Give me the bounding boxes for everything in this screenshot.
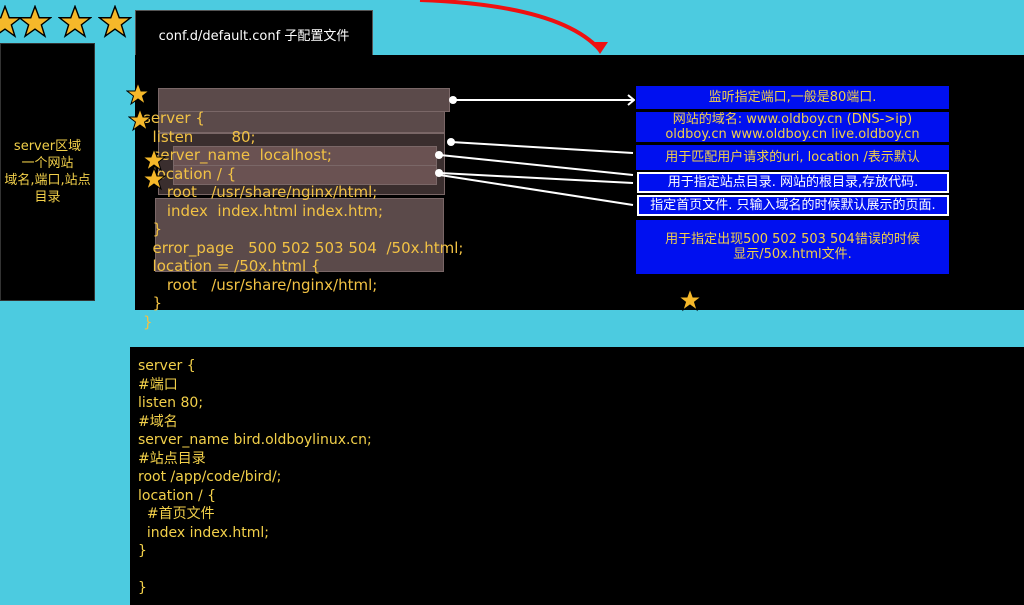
note-index: 指定首页文件. 只输入域名的时候默认展示的页面. [637,195,949,216]
bird-code-block: server { #端口 listen 80; #域名 server_name … [138,358,372,596]
config-file-title: conf.d/default.conf 子配置文件 [135,10,373,58]
red-arrowhead [592,42,608,54]
note-listen: 监听指定端口,一般是80端口. [635,85,950,110]
star-icon [126,82,150,106]
star-icon [98,5,132,39]
note-server-name: 网站的域名: www.oldboy.cn (DNS->ip) oldboy.cn… [635,111,950,143]
note-error-page: 用于指定出现500 502 503 504错误的时候 显示/50x.html文件… [635,219,950,275]
note-root: 用于指定站点目录. 网站的根目录,存放代码. [637,172,949,193]
star-icon [18,5,52,39]
star-icon [678,288,702,312]
server-block-note: server区域 一个网站 域名,端口,站点目录 [0,43,95,301]
star-icon [128,108,152,132]
code-block: server { listen 80; server_name localhos… [143,109,464,331]
connector-lines [439,94,636,206]
star-icon [0,5,22,39]
star-icon [58,5,92,39]
note-location: 用于匹配用户请求的uri, location /表示默认 [635,144,950,171]
bird-conf-panel: server { #端口 listen 80; #域名 server_name … [130,347,1024,605]
star-icon [142,167,166,191]
default-conf-panel: server { listen 80; server_name localhos… [135,55,1024,331]
red-curve-arrow [419,0,602,52]
star-icon [142,148,166,172]
